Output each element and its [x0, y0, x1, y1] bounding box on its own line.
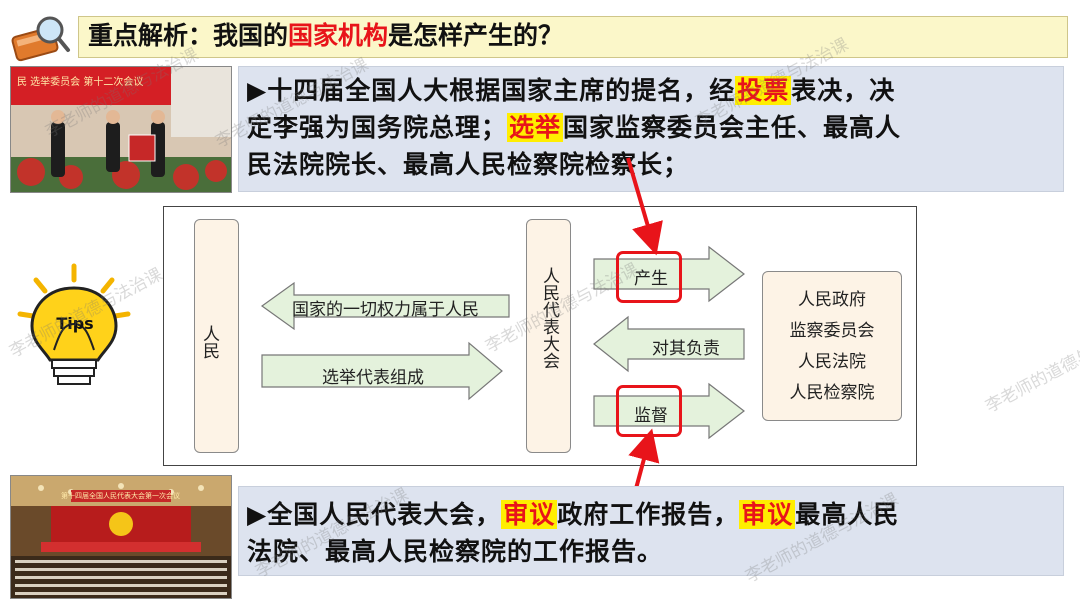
panel-bottom-line1-b: 政府工作报告，: [557, 500, 739, 529]
congress-hall-photo: 第十四届全国人民代表大会第一次会议: [10, 475, 232, 599]
highlight-review-2: 审议: [739, 500, 795, 529]
highlight-review-1: 审议: [501, 500, 557, 529]
red-arrow-elect-to-produce: [628, 158, 652, 240]
bullet-marker-icon: ▶: [247, 500, 267, 529]
panel-bottom-line2: 法院、最高人民检察院的工作报告。: [247, 533, 1062, 570]
photo-bottom-banner-text: 第十四届全国人民代表大会第一次会议: [61, 491, 180, 501]
